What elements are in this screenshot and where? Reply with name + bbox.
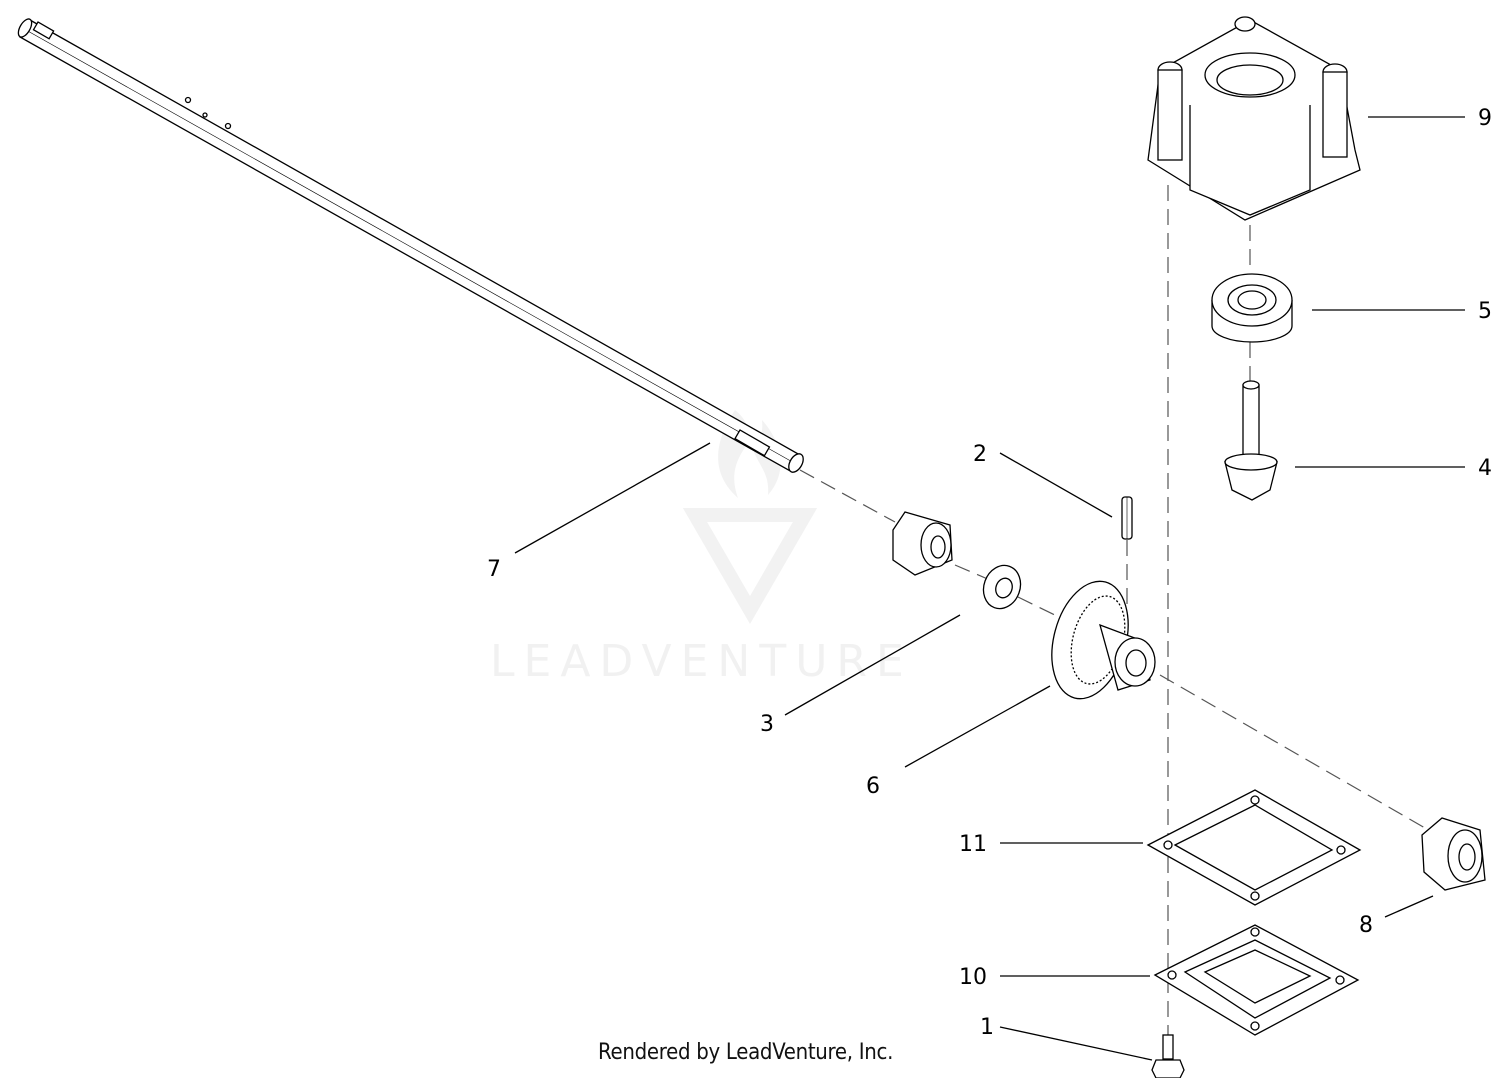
callout-2: 2 bbox=[973, 442, 987, 467]
callout-8: 8 bbox=[1359, 913, 1373, 938]
bearing bbox=[1211, 273, 1293, 343]
drive-shaft bbox=[17, 18, 804, 473]
gear-housing bbox=[1147, 16, 1361, 221]
cover-plate bbox=[1153, 924, 1360, 1036]
callout-6: 6 bbox=[866, 774, 880, 799]
callout-7: 7 bbox=[487, 557, 501, 582]
callout-5: 5 bbox=[1478, 299, 1492, 324]
footer-credit: Rendered by LeadVenture, Inc. bbox=[598, 1040, 894, 1065]
bevel-gear bbox=[1051, 580, 1156, 700]
callout-4: 4 bbox=[1478, 456, 1492, 481]
gasket bbox=[1146, 789, 1362, 906]
callout-leaders bbox=[514, 116, 1465, 1061]
pinion-gear-shaft bbox=[1224, 380, 1278, 501]
callout-11: 11 bbox=[959, 832, 987, 857]
bolt bbox=[1151, 1034, 1185, 1078]
washer bbox=[982, 564, 1022, 610]
callout-labels: 1 2 3 4 5 6 7 8 9 10 11 bbox=[487, 106, 1492, 1040]
callout-9: 9 bbox=[1478, 106, 1492, 131]
watermark-text: LEADVENTURE bbox=[490, 636, 913, 687]
roll-pin bbox=[1121, 496, 1133, 540]
callout-10: 10 bbox=[959, 965, 987, 990]
bushing-left bbox=[892, 511, 953, 576]
bushing-right bbox=[1421, 817, 1486, 891]
callout-1: 1 bbox=[980, 1015, 994, 1040]
callout-3: 3 bbox=[760, 712, 774, 737]
leadventure-watermark-logo: LEADVENTURE bbox=[490, 410, 913, 687]
